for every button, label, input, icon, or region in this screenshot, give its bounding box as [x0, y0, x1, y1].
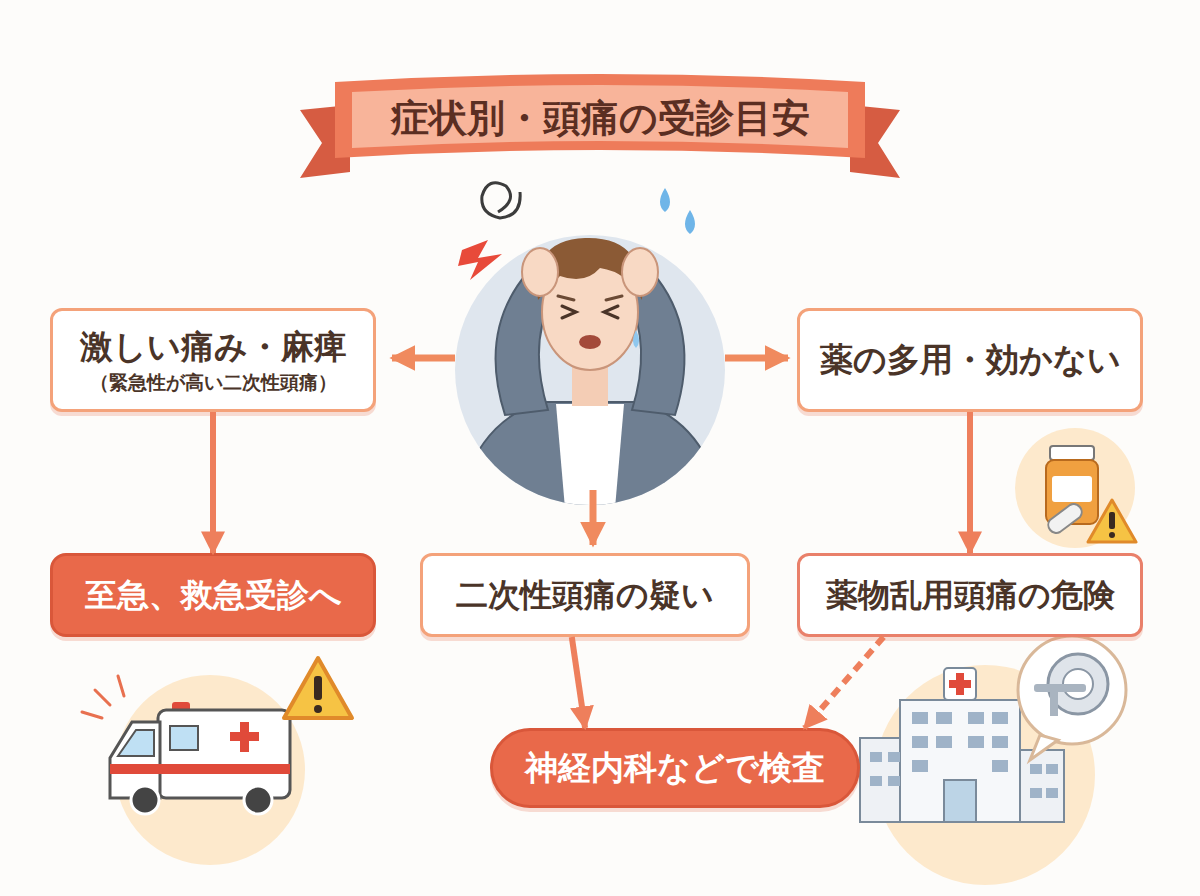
result-box: 二次性頭痛の疑い [420, 553, 750, 637]
mri-bed-leg [1050, 692, 1058, 716]
eye [604, 306, 618, 318]
red-stripe [110, 764, 290, 774]
diagram-title: 症状別・頭痛の受診目安 [340, 88, 860, 148]
window [912, 736, 928, 748]
ribbon-band [335, 74, 865, 158]
window [888, 776, 900, 786]
warning-sign [284, 658, 352, 718]
title-ribbon [300, 74, 900, 178]
window [968, 736, 984, 748]
person-illustration [392, 183, 788, 545]
red-cross [230, 732, 259, 741]
box-label: 至急、救急受診へ [85, 575, 342, 615]
mri-bubble [1018, 636, 1126, 744]
box-label: 薬の多用・効かない [820, 339, 1121, 380]
warning-sign [1088, 500, 1136, 542]
box-label: 激しい痛み・麻痺 [80, 326, 347, 367]
bottle-cap [1050, 446, 1094, 460]
window [1030, 788, 1042, 798]
window [1046, 764, 1058, 774]
warning-mark [1109, 532, 1115, 538]
box-label: 神経内科などで検査 [525, 747, 825, 788]
eyebrow [558, 296, 622, 300]
flow-arrow [572, 637, 585, 728]
window [870, 752, 882, 762]
cab-window [118, 730, 154, 756]
wheel [131, 786, 159, 814]
window [992, 712, 1008, 724]
flow-arrow [210, 412, 216, 553]
door [944, 780, 976, 822]
window [912, 760, 928, 772]
building [900, 700, 1020, 822]
window [936, 736, 952, 748]
bubble-tail [1030, 735, 1058, 760]
action-box: 至急、救急受診へ [50, 553, 376, 637]
window [912, 712, 928, 724]
result-box: 薬物乱用頭痛の危険 [797, 553, 1143, 637]
branch-arrow [590, 490, 597, 545]
box-sublabel: （緊急性が高い二次性頭痛） [90, 371, 337, 395]
bottle-label [1052, 476, 1092, 502]
sweat-drop [660, 188, 695, 234]
window [1030, 764, 1042, 774]
mri-bed [1034, 684, 1086, 692]
window [968, 712, 984, 724]
dizzy-swirl [482, 183, 520, 218]
sweat-drop [633, 330, 639, 348]
medicine-illustration [1015, 428, 1136, 548]
warning-mark [314, 705, 322, 713]
hospital-illustration [860, 636, 1126, 885]
window [170, 726, 198, 750]
branch-arrow [725, 355, 788, 362]
symptom-box: 薬の多用・効かない [797, 308, 1143, 412]
warning-mark [314, 676, 322, 700]
ambulance-illustration [82, 658, 352, 865]
branch-arrow [392, 355, 455, 362]
building-wing [1020, 750, 1064, 822]
red-cross [949, 680, 971, 688]
hand [522, 248, 558, 296]
siren-rays [82, 676, 124, 718]
warning-mark [1109, 512, 1115, 529]
mouth [579, 335, 601, 349]
flow-arrow [967, 412, 973, 553]
icon-backdrop [1015, 428, 1135, 548]
window [1046, 788, 1058, 798]
window [870, 776, 882, 786]
symptom-box: 激しい痛み・麻痺 （緊急性が高い二次性頭痛） [50, 308, 376, 412]
window [992, 736, 1008, 748]
window [888, 752, 900, 762]
cross-sign [944, 668, 976, 700]
ambulance-body [158, 710, 290, 798]
eye [562, 306, 576, 318]
action-box: 神経内科などで検査 [490, 728, 860, 808]
hand [622, 248, 658, 296]
box-label: 二次性頭痛の疑い [456, 575, 714, 615]
pain-spark [458, 240, 502, 280]
window [936, 712, 952, 724]
capsule [1048, 504, 1081, 533]
wheel [244, 786, 272, 814]
flow-arrow [805, 637, 884, 728]
window [992, 760, 1008, 772]
box-label: 薬物乱用頭痛の危険 [826, 575, 1115, 615]
